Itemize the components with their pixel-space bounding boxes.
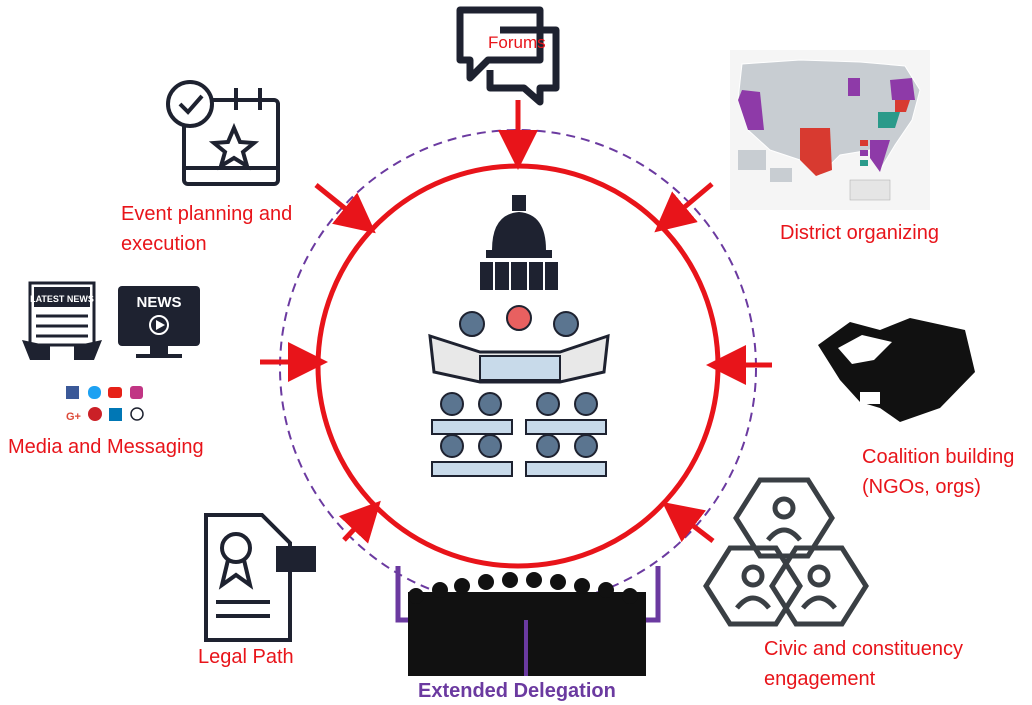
label-extended-delegation: Extended Delegation [418,680,616,702]
svg-text:LATEST NEWS: LATEST NEWS [30,294,94,304]
label-event-line1: Event planning and [121,203,293,225]
capitol-hearing-room-icon [428,195,610,477]
svg-text:G+: G+ [66,411,81,423]
label-coalition-line2: (NGOs, orgs) [862,476,981,498]
label-event-line2: execution [121,233,207,255]
label-civic-line2: engagement [764,668,876,690]
label-civic-line1: Civic and constituency [764,638,963,660]
label-event-planning: Event planning and execution [121,199,292,259]
label-media: Media and Messaging [8,436,204,458]
calendar-star-icon [166,80,280,186]
label-coalition: Coalition building (NGOs, orgs) [862,442,1014,502]
dashed-outer-ring [279,129,757,607]
us-map-icon [730,50,930,210]
arrow-legal [338,500,381,544]
arrows [260,100,772,544]
news-icon: LATEST NEWS NEWS [22,281,200,360]
social-icons: G+ [66,386,144,423]
label-forums: Forums [488,33,546,52]
arrow-event [314,183,376,234]
label-coalition-line1: Coalition building [862,446,1015,468]
arrow-district [654,182,714,233]
handshake-icon [818,318,975,422]
label-legal: Legal Path [198,646,294,668]
people-hexagon-icon [703,477,869,627]
label-district: District organizing [780,222,939,244]
arrow-civic [662,501,715,543]
chat-bubbles-icon [456,6,560,106]
certificate-gavel-icon [204,513,316,642]
svg-text:NEWS: NEWS [137,294,182,311]
crowd-icon [395,566,661,676]
label-civic: Civic and constituency engagement [764,634,963,694]
